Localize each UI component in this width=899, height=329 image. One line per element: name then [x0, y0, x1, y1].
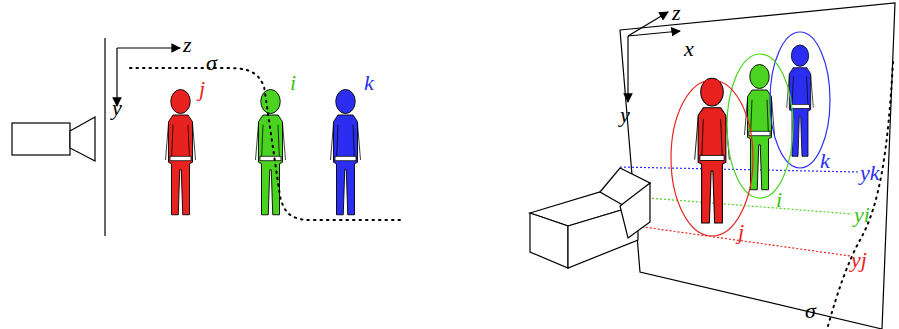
height-label: yj: [851, 249, 867, 271]
axis-label: y: [112, 97, 122, 119]
curve-label: σ: [206, 52, 217, 74]
person-label: j: [199, 78, 205, 100]
axis-label: z: [672, 2, 681, 24]
axis-label: z: [183, 34, 192, 56]
axis-label: y: [620, 104, 630, 126]
person-label: k: [820, 150, 830, 172]
axis-label: x: [684, 38, 694, 60]
height-label: yk: [860, 162, 880, 184]
curve-label: σ: [805, 300, 816, 322]
person-label: k: [364, 72, 374, 94]
person-label: i: [290, 72, 296, 94]
height-label: yi: [854, 204, 870, 226]
person-label: i: [776, 189, 782, 211]
person-label: j: [738, 221, 744, 243]
